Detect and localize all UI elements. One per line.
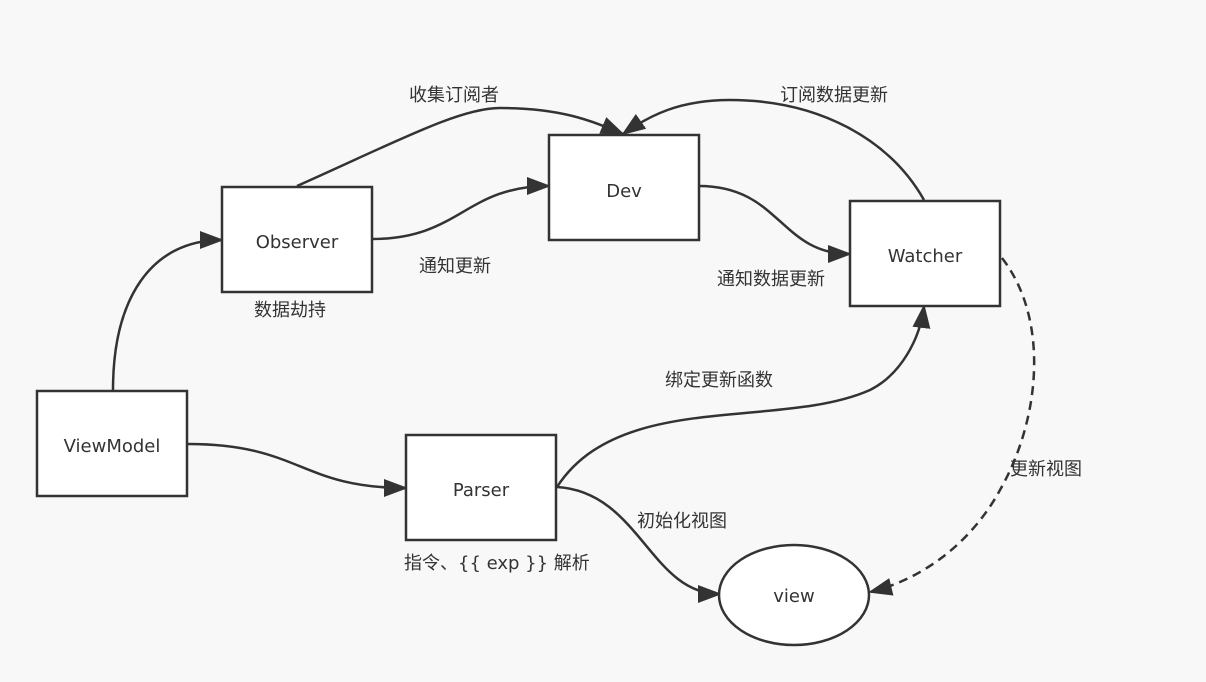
edge-observer-to-dev: [371, 177, 551, 241]
edge-watcher-to-dev-subscribe: [621, 98, 926, 201]
node-watcher[interactable]: Watcher: [848, 199, 1002, 308]
label-subscribe-data-update: 订阅数据更新: [780, 85, 888, 106]
node-view[interactable]: view: [717, 543, 871, 647]
label-init-view: 初始化视图: [637, 511, 727, 532]
node-dev-label: Dev: [606, 181, 642, 202]
node-viewmodel[interactable]: ViewModel: [35, 389, 189, 498]
edge-parser-to-view: [556, 485, 722, 603]
node-observer[interactable]: Observer: [220, 185, 374, 294]
edge-observer-to-dev-collect: [296, 106, 625, 188]
node-dev[interactable]: Dev: [547, 133, 701, 242]
edge-viewmodel-to-parser: [187, 442, 408, 497]
label-bind-update-function: 绑定更新函数: [665, 370, 773, 391]
node-parser-label: Parser: [453, 480, 510, 501]
edge-dev-to-watcher: [698, 184, 852, 263]
node-watcher-label: Watcher: [888, 246, 963, 267]
label-data-hijack: 数据劫持: [254, 300, 326, 321]
node-view-label: view: [773, 586, 814, 607]
label-parse-directives: 指令、{{ exp }} 解析: [404, 553, 590, 574]
node-parser[interactable]: Parser: [404, 433, 558, 542]
edge-viewmodel-to-observer: [111, 231, 224, 391]
edge-watcher-to-view-dashed: [868, 257, 1036, 596]
label-update-view: 更新视图: [1010, 459, 1082, 480]
label-notify-data-update: 通知数据更新: [717, 269, 825, 290]
edge-parser-to-watcher: [555, 304, 931, 488]
node-observer-label: Observer: [256, 232, 339, 253]
node-viewmodel-label: ViewModel: [64, 436, 161, 457]
label-notify-update: 通知更新: [419, 256, 491, 277]
label-collect-subscribers: 收集订阅者: [409, 85, 499, 106]
